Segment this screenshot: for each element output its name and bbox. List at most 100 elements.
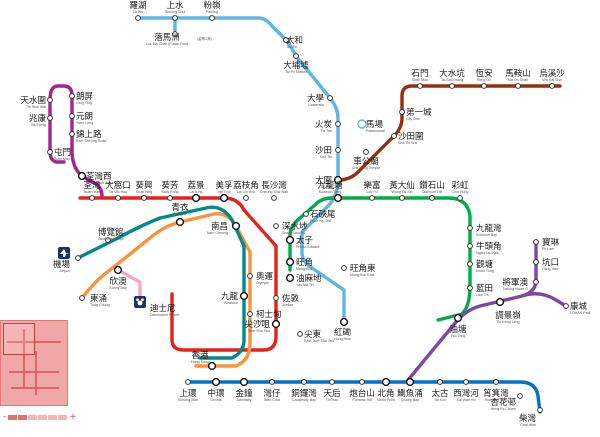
station-marker[interactable] [167, 195, 173, 201]
station-marker[interactable] [301, 379, 307, 385]
station-marker[interactable] [285, 235, 295, 245]
station-marker[interactable] [47, 149, 53, 155]
station-marker[interactable] [467, 285, 473, 291]
station-marker[interactable] [285, 273, 295, 283]
station-marker[interactable] [243, 195, 249, 201]
zoom-level-segment[interactable] [48, 414, 58, 420]
station-marker[interactable] [69, 93, 75, 99]
station-marker[interactable] [533, 239, 539, 245]
station-marker[interactable] [457, 195, 463, 201]
station-marker[interactable] [333, 175, 343, 185]
station-marker[interactable] [115, 195, 121, 201]
station-marker[interactable] [359, 379, 365, 385]
station-marker[interactable] [537, 407, 543, 413]
station-marker[interactable] [453, 313, 463, 323]
station-marker[interactable] [293, 53, 299, 59]
station-marker[interactable] [209, 15, 215, 21]
station-marker[interactable] [297, 331, 303, 337]
zoom-level-segment[interactable] [58, 414, 68, 420]
station-marker[interactable] [69, 131, 75, 137]
station-marker[interactable] [333, 193, 343, 203]
station-marker[interactable] [341, 265, 347, 271]
station-marker[interactable] [399, 195, 405, 201]
station-marker[interactable] [549, 83, 555, 89]
station-marker[interactable] [481, 83, 487, 89]
station-marker[interactable] [363, 149, 369, 155]
station-marker[interactable] [533, 279, 539, 285]
zoom-control[interactable]: - + [0, 410, 77, 424]
station-marker[interactable] [533, 259, 539, 265]
station-marker[interactable] [517, 393, 523, 399]
zoom-level-segment[interactable] [28, 414, 38, 420]
zoom-level-segment[interactable] [38, 414, 48, 420]
station-marker[interactable] [285, 257, 295, 267]
station-marker[interactable] [273, 223, 279, 229]
station-marker[interactable] [172, 31, 178, 37]
station-marker[interactable] [399, 109, 405, 115]
station-marker[interactable] [283, 37, 289, 43]
zoom-in-button[interactable]: + [69, 411, 77, 422]
station-marker[interactable] [391, 133, 397, 139]
station-marker[interactable] [381, 377, 391, 387]
station-marker[interactable] [47, 97, 53, 103]
station-marker[interactable] [75, 255, 81, 261]
station-marker[interactable] [335, 147, 341, 153]
station-marker[interactable] [172, 15, 178, 21]
station-marker[interactable] [271, 319, 281, 329]
station-marker[interactable] [339, 317, 349, 327]
station-marker[interactable] [467, 225, 473, 231]
station-marker[interactable] [369, 195, 375, 201]
station-marker[interactable] [437, 379, 443, 385]
station-marker[interactable] [77, 171, 87, 181]
station-marker[interactable] [429, 195, 435, 201]
station-marker[interactable] [467, 261, 473, 267]
station-marker[interactable] [515, 83, 521, 89]
station-marker[interactable] [135, 15, 141, 21]
